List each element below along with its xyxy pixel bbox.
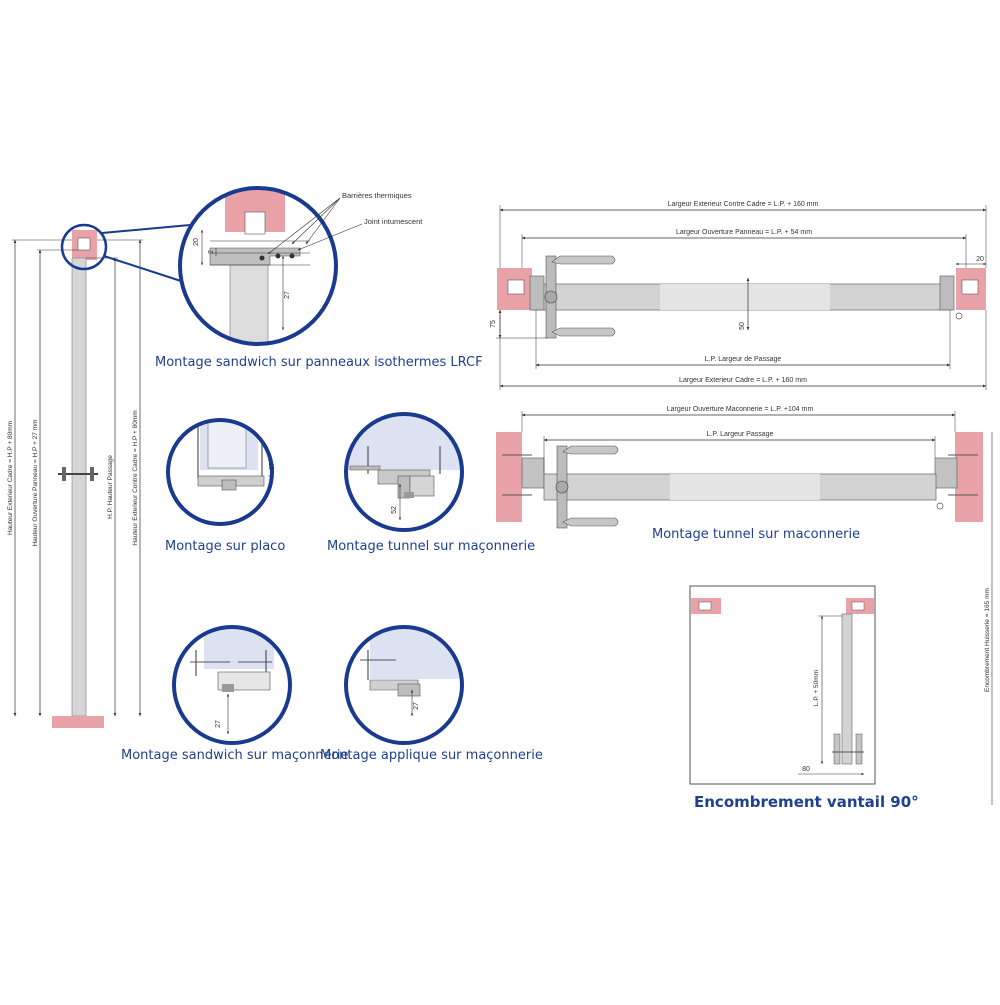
dim-encombrement-huisserie: Encombrement Huisserie = 165 mm [984, 588, 991, 692]
dim-52: 52 [391, 506, 398, 514]
caption-montage-applique-maconnerie: Montage applique sur maçonnerie [320, 748, 543, 763]
dim-largeur-ouverture-maconnerie: Largeur Ouverture Maconnerie = L.P. +104… [667, 406, 814, 413]
dim-largeur-exterieur-contre-cadre: Largeur Exterieur Contre Cadre = L.P. + … [668, 201, 819, 208]
plan-view-tunnel: Largeur Ouverture Maconnerie = L.P. +104… [496, 406, 993, 805]
frame-bottom-section [52, 716, 104, 728]
dim-hauteur-exterieur-cadre: Hauteur Exterieur Cadre = H.P + 80mm [7, 421, 14, 535]
wall-left-section [496, 432, 522, 522]
detail-placo: 27 [166, 418, 276, 526]
dim-2: 2 [208, 250, 215, 254]
dim-largeur-exterieur-cadre: Largeur Exterieur Cadre = L.P. + 160 mm [679, 377, 807, 384]
zoom-indicator-circle [60, 223, 108, 271]
dim-27: 27 [215, 720, 222, 728]
plan-view-lrcf: Largeur Exterieur Contre Cadre = L.P. + … [490, 201, 987, 390]
dim-hauteur-passage: H.P. Hauteur Passage [107, 455, 114, 519]
door-leaf-elevation [71, 257, 87, 717]
dim-75: 75 [490, 320, 497, 328]
detail-sandwich: 27 [172, 625, 292, 745]
caption-montage-placo: Montage sur placo [165, 539, 286, 554]
dim-27: 27 [413, 702, 420, 710]
detail-lrcf: 20 2 27 Barrières thermiques Joint intum… [178, 186, 423, 346]
dim-largeur-de-passage: L.P. Largeur de Passage [705, 356, 782, 363]
dim-largeur-passage: L.P. Largeur Passage [707, 431, 774, 438]
label-joint-intumescent: Joint intumescent [364, 217, 423, 226]
dim-80: 80 [802, 766, 810, 773]
dim-lp-plus-50: L.P. + 50mm [813, 670, 820, 706]
dim-27: 27 [284, 291, 291, 299]
caption-montage-sandwich-maconnerie: Montage sandwich sur maçonnerie [121, 748, 349, 763]
dim-largeur-ouverture-panneau: Largeur Ouverture Panneau = L.P. + 54 mm [676, 229, 812, 236]
dim-20: 20 [193, 238, 200, 246]
caption-encombrement-vantail: Encombrement vantail 90° [694, 793, 919, 811]
detail-applique: 27 [344, 625, 464, 745]
wall-right-section [955, 432, 983, 522]
dim-hauteur-ouverture-panneau: Hauteur Ouverture Panneau = H.P + 27 mm [32, 419, 39, 546]
left-elevation: Hauteur Exterieur Cadre = H.P + 80mm Hau… [7, 223, 191, 728]
dim-20: 20 [976, 256, 984, 263]
lever-handle [555, 445, 619, 529]
dim-27: 27 [269, 462, 276, 470]
lever-handle [544, 255, 616, 339]
caption-montage-tunnel-plan: Montage tunnel sur maconnerie [652, 527, 861, 542]
dim-hauteur-contre-cadre: Hauteur Exterieur Contre Cadre = H.P + 8… [132, 410, 139, 545]
label-barrieres-thermiques: Barrières thermiques [342, 191, 412, 200]
dim-50: 50 [739, 322, 746, 330]
detail-tunnel: 52 [344, 412, 464, 532]
caption-montage-lrcf: Montage sandwich sur panneaux isothermes… [155, 355, 483, 370]
caption-montage-tunnel-maconnerie: Montage tunnel sur maçonnerie [327, 539, 536, 554]
vantail-swing: L.P. + 50mm 80 [689, 585, 876, 785]
